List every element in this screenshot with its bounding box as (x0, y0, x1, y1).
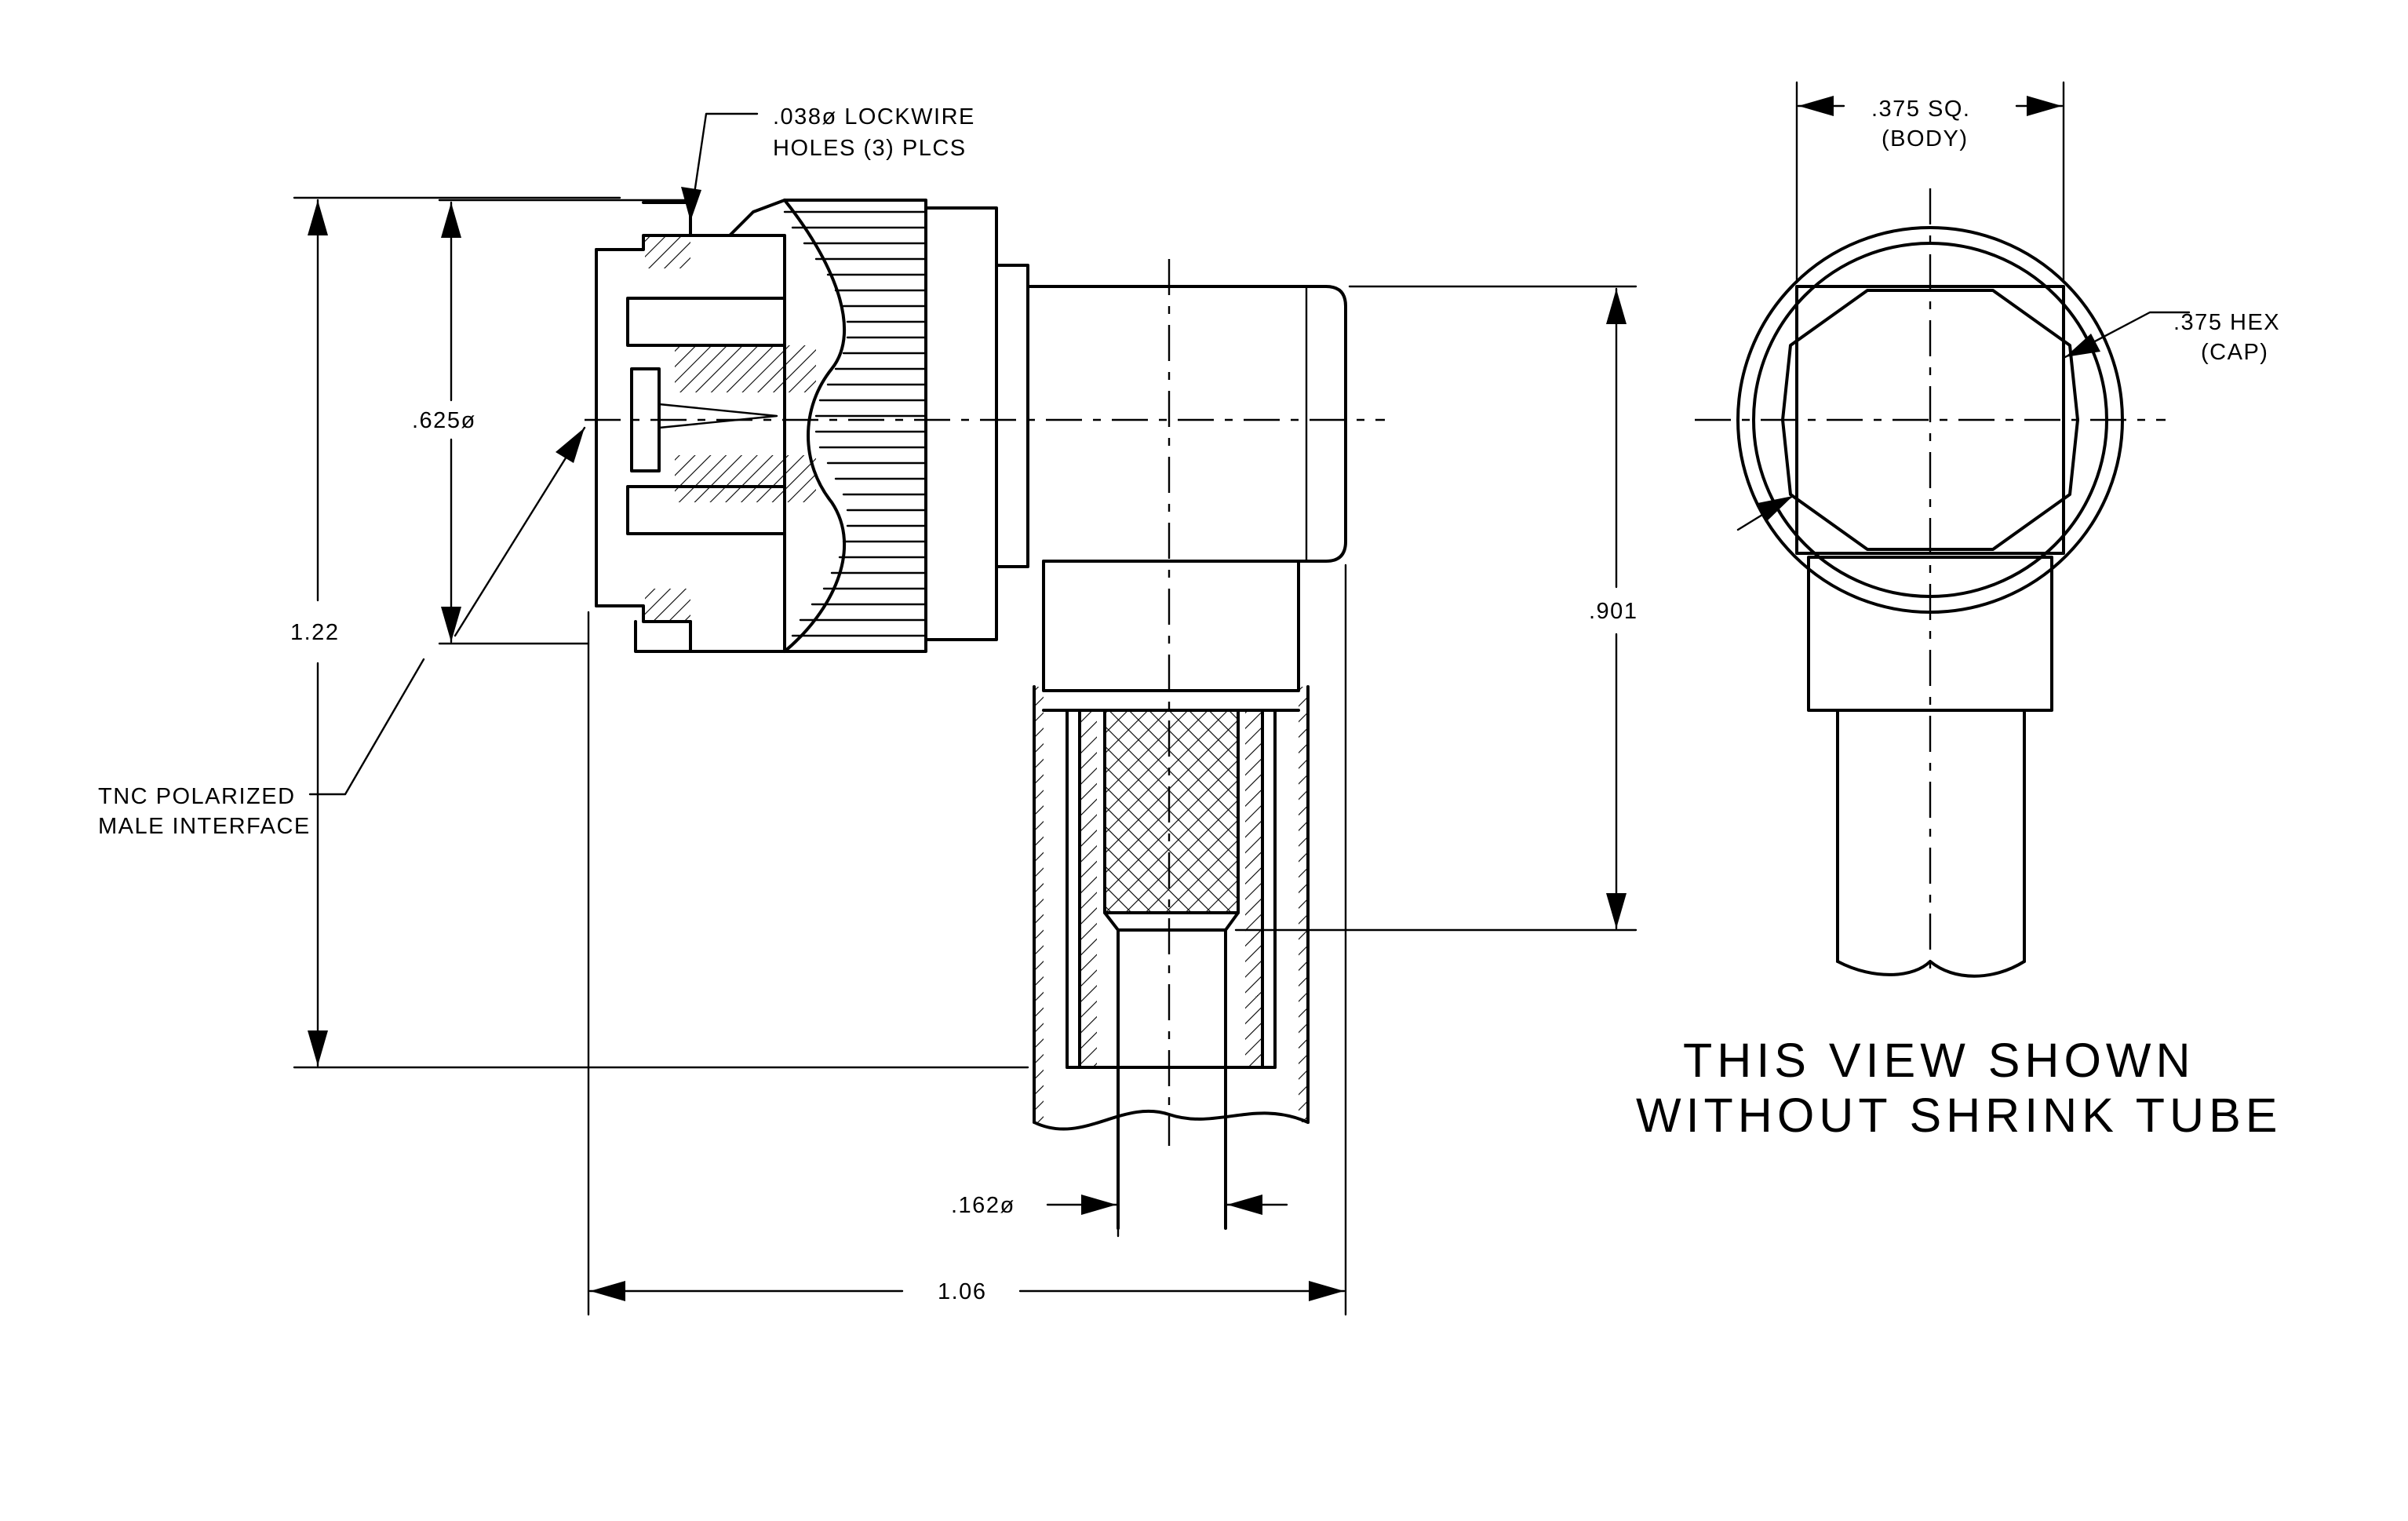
body-label-1: .375 SQ. (1871, 97, 1970, 122)
cap-label-1: .375 HEX (2173, 310, 2280, 335)
end-view-dimensions (1736, 81, 2191, 531)
dim-cable-diameter: .162ø (951, 1193, 1015, 1218)
cap-label-2: (CAP) (2201, 340, 2268, 365)
interface-label-2: MALE INTERFACE (98, 814, 311, 839)
dimension-lines (293, 112, 1638, 1316)
view-note: THIS VIEW SHOWN WITHOUT SHRINK TUBE (1636, 1034, 2282, 1142)
callout-text: .038ø LOCKWIRE HOLES (3) PLCS TNC POLARI… (98, 97, 2280, 839)
connector-body (1026, 285, 1347, 692)
lockwire-label-2: HOLES (3) PLCS (773, 136, 967, 161)
cable-section (1033, 685, 1310, 1230)
hex-cap (1781, 289, 2079, 551)
side-view (585, 199, 1385, 1230)
body-label-2: (BODY) (1882, 126, 1969, 151)
lockwire-label-1: .038ø LOCKWIRE (773, 104, 975, 129)
dim-overall-length: 1.06 (938, 1279, 986, 1304)
dim-offset-height: .901 (1589, 599, 1638, 624)
dimension-text: 1.22 .625ø .901 1.06 .162ø (290, 408, 1638, 1304)
interface-flange (595, 201, 816, 653)
note-line-1: THIS VIEW SHOWN (1683, 1034, 2195, 1087)
note-line-2: WITHOUT SHRINK TUBE (1636, 1089, 2282, 1142)
dim-overall-height: 1.22 (290, 620, 339, 645)
coupling-nut (689, 199, 1029, 653)
end-view (1695, 188, 2166, 978)
knurl-lines (783, 210, 927, 637)
dim-coupling-diameter: .625ø (412, 408, 476, 433)
interface-label-1: TNC POLARIZED (98, 784, 296, 809)
